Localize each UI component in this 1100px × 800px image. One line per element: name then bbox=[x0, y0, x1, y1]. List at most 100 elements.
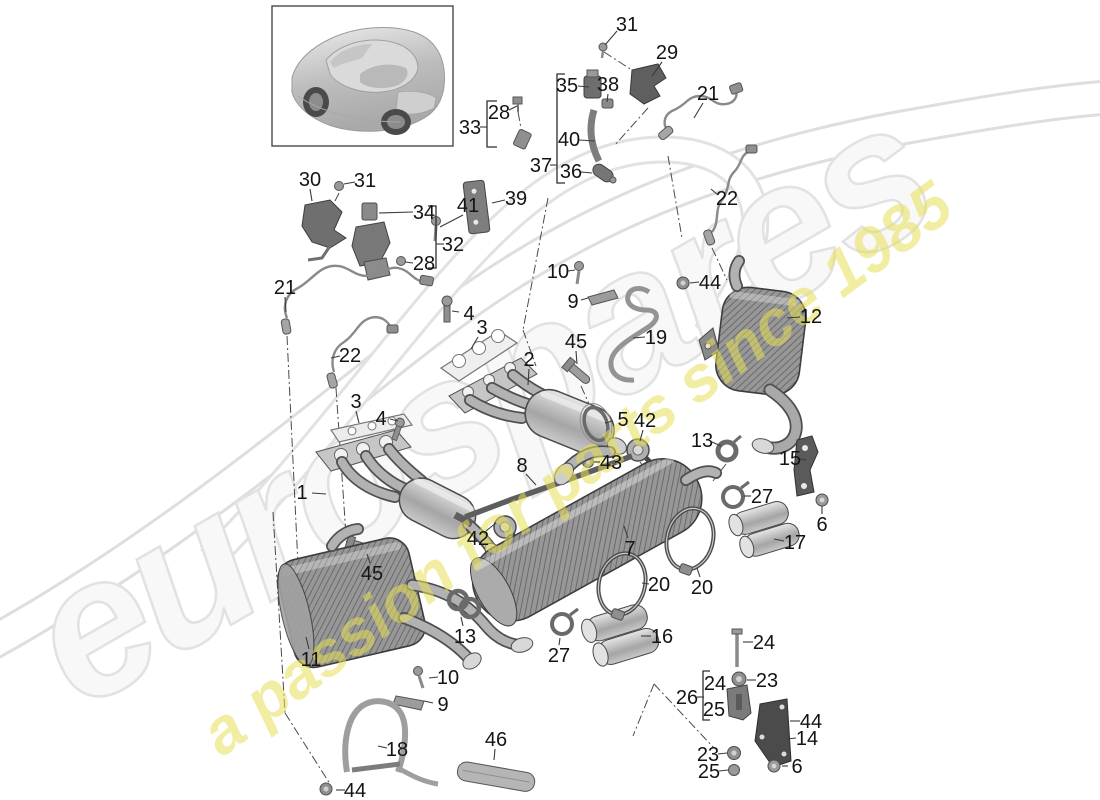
manifold-1-with-catalyst bbox=[315, 413, 502, 560]
part-label-39: 39 bbox=[505, 188, 527, 210]
part-label-34: 34 bbox=[413, 202, 435, 224]
gasket-5 bbox=[579, 403, 613, 445]
oxygen-sensor-22-right bbox=[703, 144, 758, 246]
part-label-4: 4 bbox=[375, 408, 386, 430]
part-label-46: 46 bbox=[485, 729, 507, 751]
leader-line-20 bbox=[696, 567, 701, 578]
leader-line-21 bbox=[693, 102, 704, 119]
part-label-29: 29 bbox=[656, 42, 678, 64]
part-label-31: 31 bbox=[616, 14, 638, 36]
leader-line-9 bbox=[580, 297, 589, 301]
part-label-35: 35 bbox=[556, 75, 578, 97]
part-label-6: 6 bbox=[816, 514, 827, 536]
clamp-13-right bbox=[715, 434, 742, 463]
leader-line-25 bbox=[718, 769, 729, 772]
part-label-9: 9 bbox=[437, 694, 448, 716]
clamp-ring-20-right bbox=[664, 506, 716, 576]
leader-line-4 bbox=[451, 310, 460, 313]
part-label-24: 24 bbox=[704, 673, 726, 695]
leader-line-35 bbox=[577, 85, 590, 88]
grouping-brackets bbox=[428, 73, 710, 721]
leader-line-23 bbox=[717, 752, 728, 755]
part-label-21: 21 bbox=[274, 277, 296, 299]
part-label-28: 28 bbox=[413, 253, 435, 275]
part-label-6: 6 bbox=[791, 756, 802, 778]
part-label-44: 44 bbox=[800, 711, 822, 733]
part-label-25: 25 bbox=[698, 761, 720, 783]
rear-silencer-left bbox=[277, 523, 534, 670]
leader-line-42 bbox=[639, 429, 644, 442]
part-label-14: 14 bbox=[796, 728, 818, 750]
part-label-44: 44 bbox=[344, 780, 366, 800]
part-label-30: 30 bbox=[299, 169, 321, 191]
leader-line-15 bbox=[799, 458, 807, 461]
leader-line-27 bbox=[558, 637, 561, 646]
oxygen-sensor-21-left bbox=[280, 264, 434, 335]
leader-line-34 bbox=[378, 211, 414, 214]
leader-line-7 bbox=[623, 525, 629, 539]
car-rear-three-quarter-icon bbox=[291, 26, 445, 135]
mount-group-26 bbox=[726, 628, 792, 776]
part-label-9: 9 bbox=[567, 291, 578, 313]
oxygen-sensor-21-right bbox=[658, 82, 744, 141]
leader-line-13 bbox=[460, 616, 464, 627]
part-label-20: 20 bbox=[691, 577, 713, 599]
leader-line-4 bbox=[389, 418, 399, 422]
part-label-45: 45 bbox=[361, 563, 383, 585]
leader-line-30 bbox=[309, 188, 313, 202]
leader-line-36 bbox=[580, 171, 593, 174]
part-label-28: 28 bbox=[488, 102, 510, 124]
part-label-10: 10 bbox=[437, 667, 459, 689]
clamp-27-right bbox=[721, 480, 750, 509]
lower-left-hardware bbox=[319, 666, 536, 796]
heat-shield-46 bbox=[456, 761, 536, 792]
leader-line-12 bbox=[786, 316, 801, 319]
clamp-27-left bbox=[550, 607, 579, 636]
leader-line-20 bbox=[641, 582, 650, 585]
leader-line-41 bbox=[439, 214, 464, 228]
part-label-7: 7 bbox=[624, 538, 635, 560]
leader-line-5 bbox=[604, 420, 614, 424]
part-label-2: 2 bbox=[523, 349, 534, 371]
rear-silencer-center bbox=[470, 445, 722, 627]
leader-line-42 bbox=[485, 522, 497, 532]
part-label-45: 45 bbox=[565, 331, 587, 353]
part-label-15: 15 bbox=[779, 448, 801, 470]
part-label-38: 38 bbox=[597, 74, 619, 96]
oxygen-sensor-22-left bbox=[326, 316, 399, 389]
vehicle-thumbnail bbox=[271, 5, 454, 147]
leader-line-9 bbox=[423, 700, 434, 704]
manifold-2-with-catalyst bbox=[439, 295, 627, 455]
part-label-11: 11 bbox=[301, 649, 322, 671]
part-label-1: 1 bbox=[296, 482, 307, 504]
tailpipe-pair-16 bbox=[581, 604, 660, 667]
leader-line-22 bbox=[710, 188, 719, 196]
leader-line-18 bbox=[377, 745, 388, 749]
part-label-19: 19 bbox=[645, 327, 667, 349]
part-label-22: 22 bbox=[339, 345, 361, 367]
leader-line-8 bbox=[525, 473, 537, 486]
part-label-10: 10 bbox=[547, 261, 569, 283]
part-label-31: 31 bbox=[354, 170, 376, 192]
leader-line-13 bbox=[711, 441, 722, 447]
part-label-20: 20 bbox=[648, 574, 670, 596]
leader-line-11 bbox=[305, 636, 310, 650]
center-hardware bbox=[574, 261, 690, 383]
part-label-13: 13 bbox=[691, 430, 713, 452]
part-label-25: 25 bbox=[703, 699, 725, 721]
clamp-ring-20-left bbox=[596, 551, 648, 621]
leader-line-19 bbox=[632, 336, 646, 339]
tailpipe-pair-17 bbox=[728, 501, 800, 559]
part-label-16: 16 bbox=[651, 626, 673, 648]
leader-line-28 bbox=[404, 261, 414, 264]
part-label-27: 27 bbox=[751, 486, 773, 508]
part-label-27: 27 bbox=[548, 645, 570, 667]
leader-line-3 bbox=[355, 410, 360, 424]
part-label-21: 21 bbox=[697, 83, 719, 105]
part-label-23: 23 bbox=[756, 670, 778, 692]
background-swoosh bbox=[0, 79, 1100, 659]
leader-line-10 bbox=[428, 676, 439, 679]
leader-line-31 bbox=[604, 30, 618, 46]
